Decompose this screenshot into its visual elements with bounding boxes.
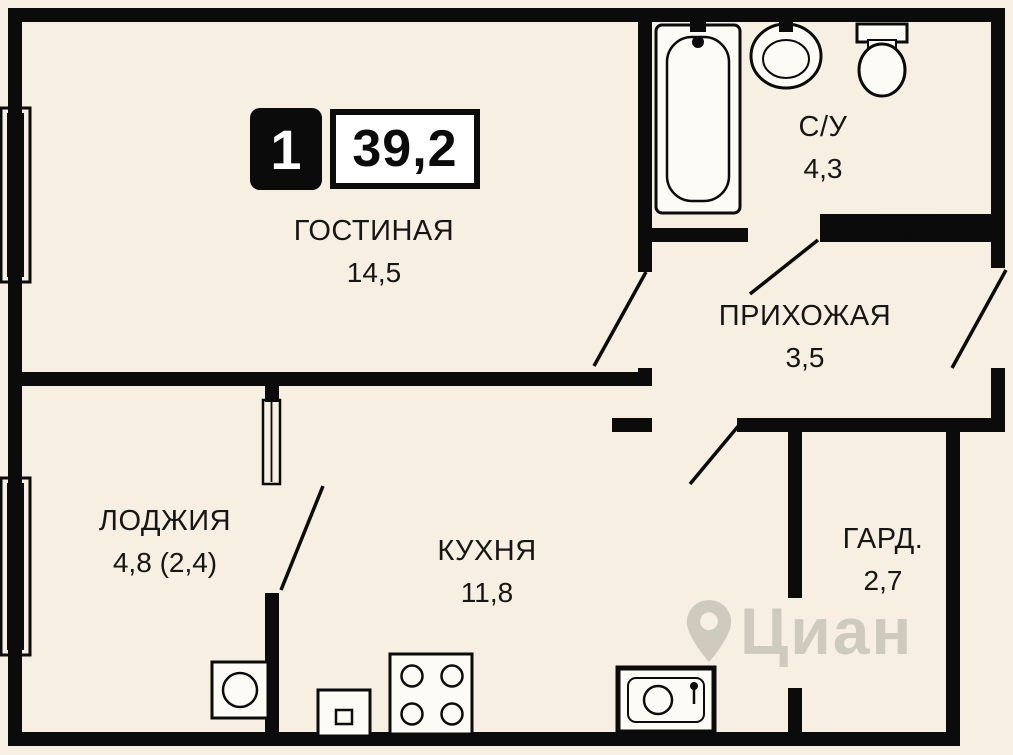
room-name-bathroom: С/У	[798, 111, 848, 143]
room-label-bathroom: С/У 4,3	[799, 111, 848, 185]
wall-wardrobe-left-lower	[788, 688, 802, 746]
toilet-icon	[855, 22, 909, 98]
room-area-loggia: 4,8 (2,4)	[112, 547, 218, 578]
room-name-living: ГОСТИНАЯ	[293, 215, 455, 247]
room-label-living: ГОСТИНАЯ 14,5	[294, 215, 454, 289]
kitchen-sink-icon	[615, 665, 717, 735]
window-living-icon	[0, 106, 32, 284]
room-name-hallway: ПРИХОЖАЯ	[718, 300, 892, 332]
room-area-bathroom: 4,3	[803, 153, 843, 184]
wall-wardrobe-top	[737, 418, 1005, 432]
watermark-text: Циан	[740, 594, 914, 668]
vent-duct-icon	[878, 214, 940, 240]
room-area-hallway: 3,5	[785, 342, 825, 373]
wall-stub	[612, 418, 652, 432]
bathtub-icon	[654, 14, 742, 215]
wall-top	[8, 8, 1005, 22]
room-label-wardrobe: ГАРД. 2,7	[843, 523, 924, 597]
washing-machine-icon	[210, 660, 270, 720]
balcony-window-icon	[261, 398, 282, 486]
door-swing-entrance-icon	[950, 269, 1008, 369]
wall-bottom	[8, 732, 960, 746]
room-area-living: 14,5	[346, 257, 402, 288]
room-label-hallway: ПРИХОЖАЯ 3,5	[719, 300, 891, 374]
door-swings	[279, 238, 1008, 591]
door-swing-living-icon	[592, 271, 648, 367]
room-area-kitchen: 11,8	[460, 577, 514, 608]
wall-loggia-upper	[265, 372, 279, 402]
door-swing-kitchen-icon	[688, 422, 742, 486]
cian-watermark: Циан	[686, 598, 913, 664]
door-swing-balcony-icon	[279, 485, 325, 591]
wall-right-lower	[946, 418, 960, 746]
wall-wardrobe-left-upper	[788, 432, 802, 598]
wall-bathroom-south-left	[638, 228, 748, 242]
stove-icon	[388, 652, 474, 736]
window-loggia-icon	[0, 476, 32, 657]
wall-living-hall-upper	[638, 8, 652, 272]
room-label-kitchen: КУХНЯ 11,8	[437, 535, 536, 609]
walls	[8, 8, 1005, 746]
room-name-kitchen: КУХНЯ	[437, 535, 537, 567]
washbasin-icon	[749, 20, 823, 90]
room-name-loggia: ЛОДЖИЯ	[98, 505, 232, 537]
door-swing-bathroom-icon	[748, 238, 820, 296]
cian-pin-icon	[686, 600, 732, 662]
room-label-loggia: ЛОДЖИЯ 4,8 (2,4)	[99, 505, 231, 579]
wall-right-upper	[991, 8, 1005, 268]
room-name-wardrobe: ГАРД.	[842, 523, 924, 555]
rooms-count-badge: 1	[250, 108, 322, 190]
total-area-badge: 39,2	[330, 109, 480, 189]
oven-icon	[316, 688, 372, 738]
wall-right-mid	[991, 368, 1005, 432]
room-area-wardrobe: 2,7	[863, 565, 903, 596]
wall-living-kitchen	[8, 372, 652, 386]
plan-badge: 1 39,2	[250, 108, 480, 190]
